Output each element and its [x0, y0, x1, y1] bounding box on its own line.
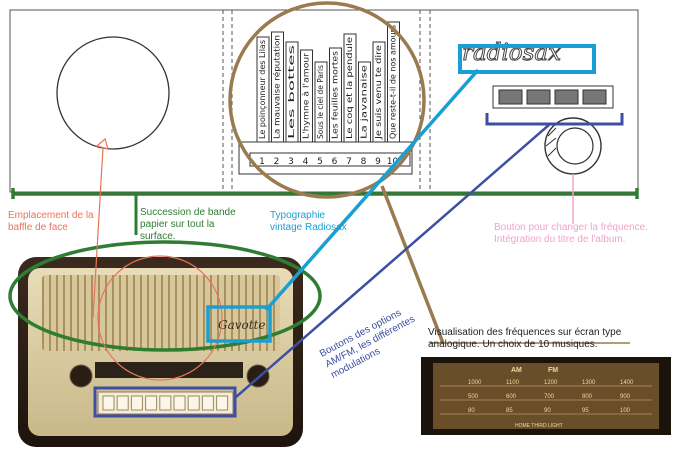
dial-photo-number: 1300: [582, 380, 596, 386]
radio-preset-key: [187, 395, 200, 411]
song-title: Le poinçonneur des Lilas: [258, 40, 267, 139]
preset-buttons: [498, 89, 607, 105]
dial-photo-number: 100: [620, 408, 631, 414]
dial-photo-rows: 1000 1100 1200 1300 1400 500 600 700 800 900 80 85 9…: [440, 380, 652, 415]
baffle-arrowhead: [95, 137, 109, 150]
song-title: Les bottes: [287, 45, 296, 139]
annotation-typography: Typographie vintage Radiosax: [270, 210, 347, 233]
tuning-knob-center: [556, 127, 594, 165]
dial-number: 8: [361, 157, 367, 167]
dial-number: 1: [259, 157, 265, 167]
sketch-drawing: Le poinçonneur des Lilas La mauvaise répu…: [9, 9, 639, 193]
brand-logo-highlight: [458, 44, 596, 74]
annotation-shapes: [8, 1, 639, 418]
radio-preset-key: [102, 395, 115, 411]
radio-dial-strip: [95, 362, 243, 378]
dial-number: 5: [317, 157, 323, 167]
preset-button: [582, 89, 607, 105]
dial-photo-number: 1000: [468, 380, 482, 386]
dial-photo-number: 85: [506, 408, 513, 414]
buttons-pointer: [235, 123, 551, 398]
preset-button-panel: [492, 85, 614, 109]
dial-number: 9: [375, 157, 381, 167]
dial-number: 6: [332, 157, 338, 167]
dial-photo-number: 1100: [506, 380, 520, 386]
song-title: Que reste-t-il de nos amours: [389, 25, 398, 139]
radio-photo: Gavotte: [18, 257, 303, 447]
frequency-highlight: [228, 1, 426, 199]
dial-photo-number: 95: [582, 408, 589, 414]
dial-photo-number: 600: [506, 394, 517, 400]
typography-pointer: [264, 68, 480, 312]
dial-photo-number: 500: [468, 394, 479, 400]
song-title: La mauvaise réputation: [273, 35, 282, 139]
radio-preset-key: [130, 395, 143, 411]
song-title: Je suis venu te dire: [374, 45, 383, 141]
radio-preset-key: [159, 395, 172, 411]
dial-number: 7: [346, 157, 352, 167]
radio-preset-highlight: [93, 386, 237, 418]
dial-photo-label-fm: FM: [548, 367, 558, 374]
radio-grille-highlight: [8, 240, 322, 352]
radio-preset-key: [173, 395, 186, 411]
dial-photo-number: 800: [582, 394, 593, 400]
dial-photo-glass: [433, 363, 659, 429]
radio-preset-key: [216, 395, 229, 411]
annotation-frequency: Visualisation des fréquences sur écran t…: [428, 327, 622, 350]
preset-button: [526, 89, 551, 105]
song-title: Les feuilles mortes: [331, 51, 340, 139]
speaker-circle: [56, 36, 170, 150]
baffle-pointer: [92, 147, 104, 319]
preset-bracket: [485, 113, 624, 126]
dial-photo-label-am: AM: [511, 367, 522, 374]
dial-photo-footer: HOME THIRD LIGHT: [515, 423, 563, 429]
radio-preset-keys: [102, 395, 229, 411]
dial-photo-number: 700: [544, 394, 555, 400]
preset-button: [554, 89, 579, 105]
radio-brand-highlight: [206, 305, 272, 343]
annotation-paper: Succession de bande papier sur tout la s…: [140, 207, 236, 242]
song-title: L'hymne à l'amour: [302, 52, 311, 139]
frequency-pointer: [380, 185, 445, 344]
radio-brand-script: Gavotte: [218, 318, 266, 332]
dial-number: 3: [288, 157, 294, 167]
dial-photo-number: 80: [468, 408, 475, 414]
radio-preset-key: [116, 395, 129, 411]
song-title: Sous le ciel de Paris: [316, 65, 325, 139]
preset-button: [498, 89, 523, 105]
song-title: La javanaise: [360, 64, 369, 139]
paper-bracket: [11, 188, 639, 199]
annotation-baffle: Emplacement de la baffle de face: [8, 210, 94, 233]
dial-photo-number: 900: [620, 394, 631, 400]
tuning-knob-shadow: [545, 127, 557, 157]
dial-photo: AM FM 1000 1100 1200 1300 1400 500 600 700 800 90…: [421, 357, 671, 435]
brand-logo-text: radiosax: [462, 40, 561, 66]
annotation-knob: Bouton pour changer la fréquence. Intégr…: [494, 222, 648, 245]
baffle-highlight: [97, 255, 223, 381]
dial-photo-number: 90: [544, 408, 551, 414]
dial-number: 10: [387, 157, 399, 167]
dial-base: [238, 141, 413, 175]
dial-number: 2: [274, 157, 280, 167]
song-title: Le coq et la pendule: [345, 36, 354, 139]
dial-photo-number: 1200: [544, 380, 558, 386]
dial-number: 4: [303, 157, 309, 167]
radio-preset-key: [201, 395, 214, 411]
radio-preset-key: [145, 395, 158, 411]
dial-photo-number: 1400: [620, 380, 634, 386]
radio-left-knob: [69, 364, 93, 388]
